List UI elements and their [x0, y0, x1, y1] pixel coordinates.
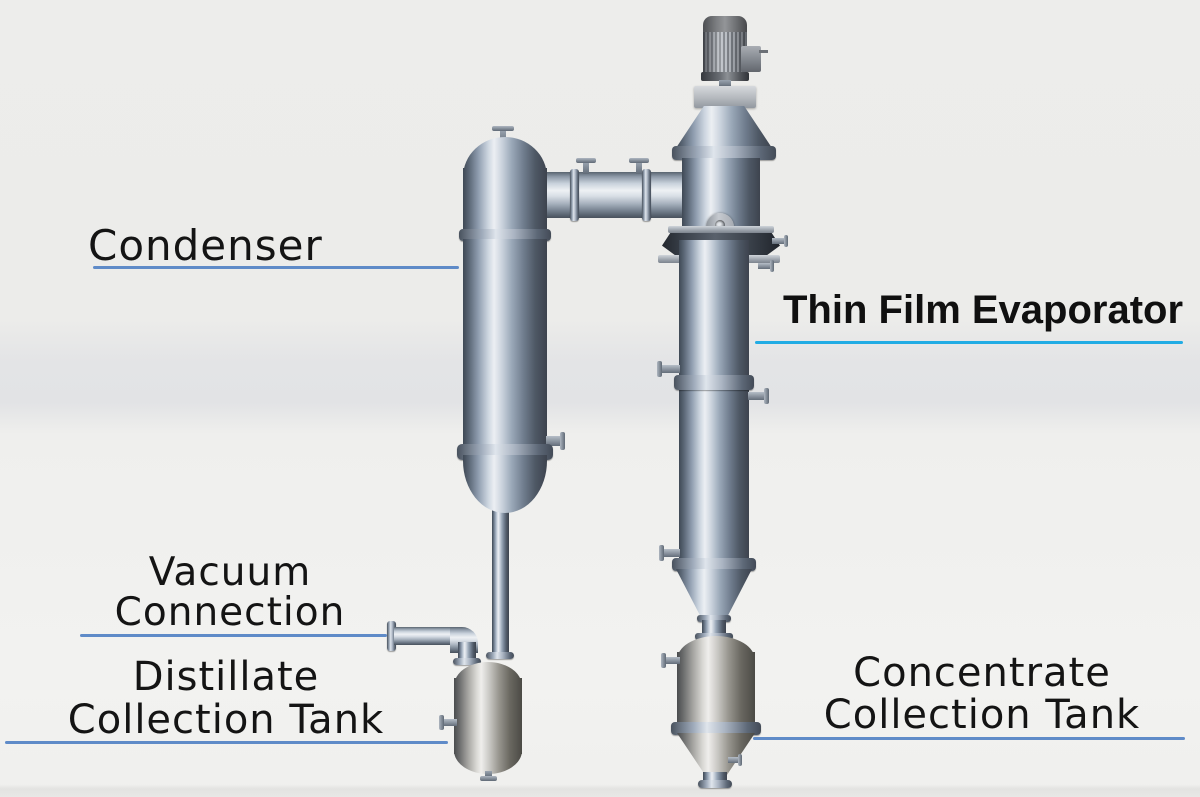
junction-box-pin [759, 50, 768, 53]
condenser-drain-pipe [492, 500, 509, 658]
motor-body [703, 32, 747, 74]
distillate-tank-nozzle [444, 719, 457, 726]
vacuum-pipe-end-flange [387, 621, 396, 651]
condenser-leader-line [93, 266, 459, 269]
distillate-tank-label-line2: Collection Tank [67, 697, 385, 744]
support-stud [758, 263, 772, 269]
concentrate-cone-nozzle [728, 757, 740, 763]
evaporator-bottom-cone [676, 569, 752, 619]
column-nozzle-left [662, 365, 680, 373]
concentrate-tank-label-line2: Collection Tank [823, 692, 1141, 738]
evaporator-column-shell [679, 240, 749, 562]
distillate-drain-stem [485, 771, 492, 777]
support-stud [772, 238, 786, 244]
condenser-label: Condenser [88, 221, 323, 270]
concentrate-tank-cone [677, 733, 755, 775]
condenser-shell [463, 239, 547, 451]
crossover-pipe-flange-ring [642, 169, 651, 221]
concentrate-outlet-neck [703, 772, 727, 782]
column-bottom-flange [672, 558, 756, 571]
distillate-tank-shell [454, 678, 522, 754]
concentrate-tank-label: Concentrate Collection Tank [778, 652, 1186, 736]
condenser-dome-bottom [463, 455, 547, 513]
drain-pipe-inlet-flange [486, 652, 514, 659]
concentrate-tank-nozzle [666, 657, 680, 664]
column-nozzle-left-cap [657, 361, 662, 377]
crossover-vent-cap [629, 158, 649, 163]
condenser-shell-upper [463, 168, 547, 236]
crossover-vent-cap [576, 158, 596, 163]
column-nozzle-right-cap [764, 388, 769, 404]
drive-mount-block [694, 86, 756, 108]
column-mid-flange [674, 375, 754, 390]
evaporator-top-cone [676, 106, 772, 148]
support-stud-cap [770, 260, 774, 272]
vapor-crossover-pipe [528, 172, 686, 218]
concentrate-tank-nozzle-cap [661, 653, 666, 668]
vacuum-connection-label: Vacuum Connection [70, 550, 390, 636]
column-nozzle-right [748, 392, 766, 400]
crossover-pipe-flange-ring [570, 169, 579, 221]
support-stud-cap [784, 235, 788, 247]
vacuum-connection-leader-line [80, 634, 387, 637]
crossover-vent-nozzle-icon [583, 162, 589, 174]
concentrate-tank-label-line1: Concentrate [853, 650, 1111, 696]
distillate-tank-leader-line [5, 741, 448, 744]
distillate-tank-label: Distillate Collection Tank [0, 654, 452, 744]
thin-film-evaporator-label: Thin Film Evaporator [783, 288, 1184, 332]
thin-film-evaporator-leader-line [755, 341, 1183, 344]
vacuum-connection-label-line1: Vacuum [148, 550, 312, 595]
vacuum-pipe-vertical [458, 642, 476, 662]
column-nozzle-left-low [664, 549, 680, 557]
support-lug-hole [715, 220, 725, 230]
motor-cap [703, 16, 747, 36]
distillate-drain-cap [480, 776, 497, 781]
condenser-side-nozzle [546, 436, 562, 446]
motor-shaft-coupling [719, 80, 731, 87]
vacuum-connection-label-line2: Connection [114, 590, 346, 636]
distillate-tank-label-line1: Distillate [132, 654, 320, 700]
evaporator-top-flange [672, 146, 776, 160]
distillate-tank-nozzle-cap [439, 715, 444, 730]
motor-junction-box [741, 46, 761, 72]
concentrate-outlet-flange [698, 780, 732, 788]
condenser-flange-upper [459, 229, 551, 241]
motor-base-ring [701, 72, 749, 81]
condenser-top-nozzle-cap [492, 126, 514, 131]
concentrate-tank-leader-line [753, 737, 1185, 740]
concentrate-cone-nozzle-cap [738, 754, 742, 766]
cone-neck-ring [697, 615, 731, 622]
crossover-vent-nozzle-icon [636, 162, 642, 174]
concentrate-tank-shell [677, 652, 755, 726]
column-nozzle-left-low-cap [659, 545, 664, 561]
vacuum-pipe-horizontal [394, 627, 460, 645]
concentrate-tank-flange [671, 722, 761, 735]
vacuum-inlet-flange [453, 658, 481, 665]
support-plate-upper [668, 226, 774, 233]
condenser-side-nozzle-cap [560, 432, 565, 450]
